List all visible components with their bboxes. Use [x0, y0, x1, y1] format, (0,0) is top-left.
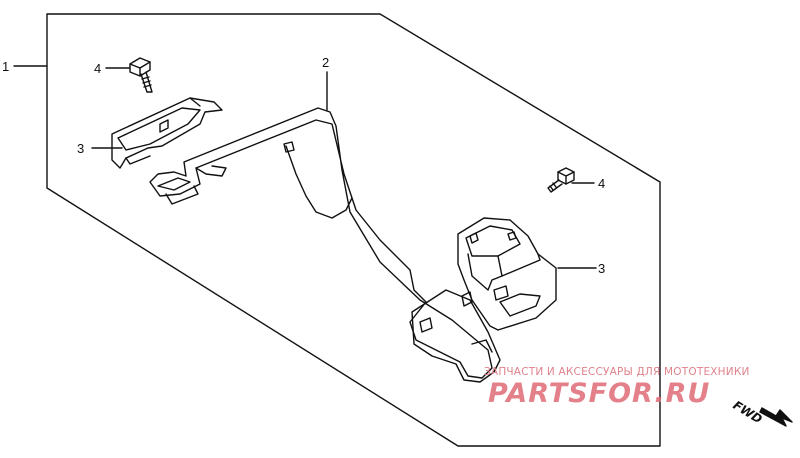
- fwd-arrow-icon: [759, 407, 793, 427]
- callout-3-right: 3: [598, 261, 606, 276]
- callout-3-left: 3: [77, 141, 85, 156]
- callout-4-right: 4: [598, 176, 606, 191]
- watermark-caption: ЗАПЧАСТИ И АКСЕССУАРЫ ДЛЯ МОТОТЕХНИКИ: [484, 366, 750, 378]
- bolt-right: [547, 167, 575, 193]
- callout-4-left: 4: [94, 61, 102, 76]
- bracket-right: [457, 217, 557, 331]
- watermark-logo: PARTSFOR.RU: [488, 378, 711, 409]
- assembly-frame: [46, 13, 661, 447]
- callout-2: 2: [322, 55, 330, 70]
- bolt-left: [129, 57, 153, 93]
- brake-pedal: [149, 107, 501, 383]
- callout-1: 1: [2, 59, 10, 74]
- bracket-left: [111, 97, 223, 169]
